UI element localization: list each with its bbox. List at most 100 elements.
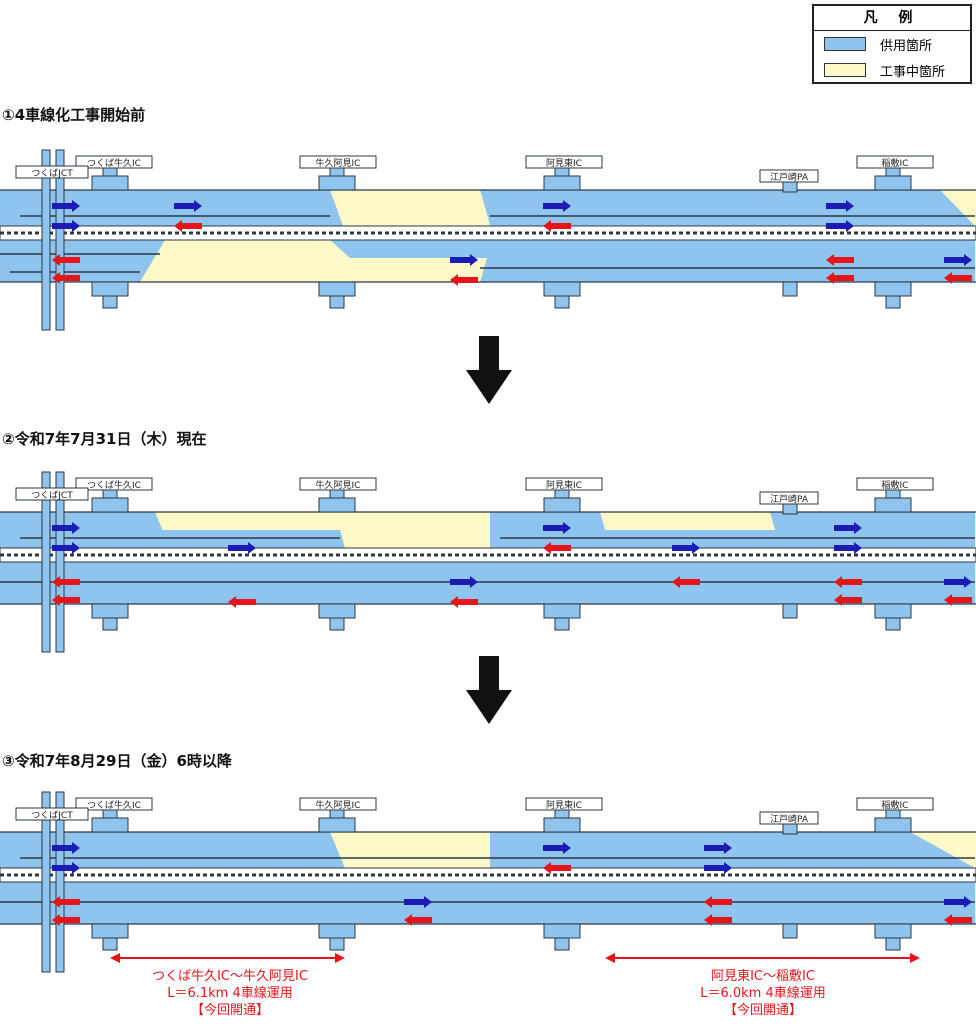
edosaki-pa-label-box — [759, 169, 819, 183]
interchange-ami-higashi-ramp — [543, 497, 581, 513]
interchange-ami-higashi-ramp — [543, 281, 581, 297]
edosaki-pa-ramp — [782, 923, 798, 939]
arrow-shape — [52, 542, 80, 554]
arrow-shape — [944, 594, 972, 606]
arrow-shape — [704, 914, 732, 926]
arrow-shape — [450, 254, 478, 266]
arrow-shape — [450, 596, 478, 608]
transition-arrow-down-icon — [466, 656, 512, 724]
tsukuba-jct-label: つくばJCT — [31, 168, 73, 179]
westbound-arrow-icon — [52, 896, 80, 908]
legend-label-construction: 工事中箇所 — [880, 64, 946, 80]
tsukuba-jct-road — [55, 471, 65, 653]
interchange-ushiku-ami-label: 牛久阿見IC — [316, 479, 361, 491]
legend-item-construction: 工事中箇所 — [814, 57, 970, 83]
westbound-arrow-icon — [52, 914, 80, 926]
arrow-shape — [704, 862, 732, 874]
interchange-ami-higashi-ramp — [543, 175, 581, 191]
eastbound-arrow-icon — [543, 842, 571, 854]
arrow-shape — [450, 274, 478, 286]
interchange-tsukuba-ushiku-ramp — [91, 281, 129, 297]
lower-lane-in-use — [593, 240, 658, 282]
range-arrowhead-right — [335, 953, 345, 963]
interchange-ushiku-ami-ramp — [318, 923, 356, 939]
edosaki-pa-label-box — [759, 811, 819, 825]
eastbound-arrow-icon — [52, 220, 80, 232]
interchange-ami-higashi-label: 阿見東IC — [546, 479, 582, 491]
interchange-inashiki-label: 稲敷IC — [882, 157, 909, 169]
interchange-ushiku-ami-label-box — [299, 155, 377, 169]
westbound-arrow-icon — [672, 576, 700, 588]
interchange-ami-higashi-label-box — [525, 155, 603, 169]
westbound-arrow-icon — [944, 272, 972, 284]
interchange-ushiku-ami-ramp — [318, 817, 356, 833]
arrow-shape — [704, 842, 732, 854]
arrow-shape — [52, 594, 80, 606]
eastbound-arrow-icon — [944, 896, 972, 908]
tsukuba-jct-label: つくばJCT — [31, 490, 73, 501]
range-arrow-icon — [605, 953, 920, 963]
annotation-amihigashi-inashiki: 阿見東IC～稲敷IC L＝6.0km 4車線運用 【今回開通】 — [648, 968, 878, 1019]
upper-lane-in-use — [0, 190, 343, 226]
arrow-shape — [404, 896, 432, 908]
edosaki-pa-ramp — [782, 503, 798, 515]
tsukuba-jct-road — [41, 471, 51, 653]
arrow-shape — [404, 914, 432, 926]
arrow-shape — [826, 220, 854, 232]
legend-item-in-use: 供用箇所 — [814, 31, 970, 57]
legend-box: 凡 例 供用箇所 工事中箇所 — [812, 4, 972, 84]
arrow-shape — [944, 914, 972, 926]
tsukuba-jct-label-box — [15, 487, 89, 501]
arrow-shape — [543, 522, 571, 534]
westbound-arrow-icon — [944, 914, 972, 926]
interchange-inashiki-ramp — [874, 817, 912, 833]
arrow-shape — [543, 542, 571, 554]
interchange-ushiku-ami-ramp — [318, 603, 356, 619]
range-arrowhead-right — [910, 953, 920, 963]
eastbound-arrow-icon — [52, 862, 80, 874]
interchange-tsukuba-ushiku-ramp — [91, 603, 129, 619]
legend-swatch-in-use — [824, 37, 866, 51]
upper-lane-in-use — [590, 832, 975, 868]
upper-lane-in-use — [0, 512, 170, 548]
arrow-shape — [174, 200, 202, 212]
arrow-shape — [944, 272, 972, 284]
eastbound-arrow-icon — [834, 542, 862, 554]
interchange-ushiku-ami-ramp — [318, 497, 356, 513]
interchange-inashiki-label: 稲敷IC — [882, 799, 909, 811]
interchange-inashiki-label-box — [856, 155, 934, 169]
upper-lane-in-use — [590, 222, 612, 226]
eastbound-arrow-icon — [450, 254, 478, 266]
arrow-shape — [52, 220, 80, 232]
eastbound-arrow-icon — [543, 200, 571, 212]
eastbound-arrow-icon — [543, 522, 571, 534]
tsukuba-jct-label: つくばJCT — [31, 810, 73, 821]
range-arrowhead-left — [110, 953, 120, 963]
westbound-arrow-icon — [228, 596, 256, 608]
interchange-ami-higashi-ramp — [543, 603, 581, 619]
arrow-shape — [834, 594, 862, 606]
interchange-tsukuba-ushiku-ramp — [91, 923, 129, 939]
interchange-inashiki-label-box — [856, 797, 934, 811]
eastbound-arrow-icon — [704, 862, 732, 874]
tsukuba-jct-road — [55, 149, 65, 331]
arrow-shape — [52, 862, 80, 874]
tsukuba-jct-road — [41, 791, 51, 973]
lower-lane-in-use — [755, 240, 975, 282]
arrow-shape — [944, 254, 972, 266]
arrow-shape — [543, 220, 571, 232]
arrow-shape — [826, 272, 854, 284]
arrow-shape — [704, 896, 732, 908]
edosaki-pa-label: 江戸崎PA — [770, 813, 809, 825]
arrow-shape — [543, 200, 571, 212]
arrow-shape — [672, 542, 700, 554]
arrow-shape — [174, 220, 202, 232]
westbound-arrow-icon — [944, 594, 972, 606]
arrow-shape — [52, 254, 80, 266]
lower-lane-in-use — [0, 882, 975, 924]
westbound-arrow-icon — [704, 896, 732, 908]
arrow-shape — [834, 522, 862, 534]
arrow-shape — [228, 596, 256, 608]
arrow-shape — [52, 272, 80, 284]
edosaki-pa-ramp — [782, 603, 798, 619]
